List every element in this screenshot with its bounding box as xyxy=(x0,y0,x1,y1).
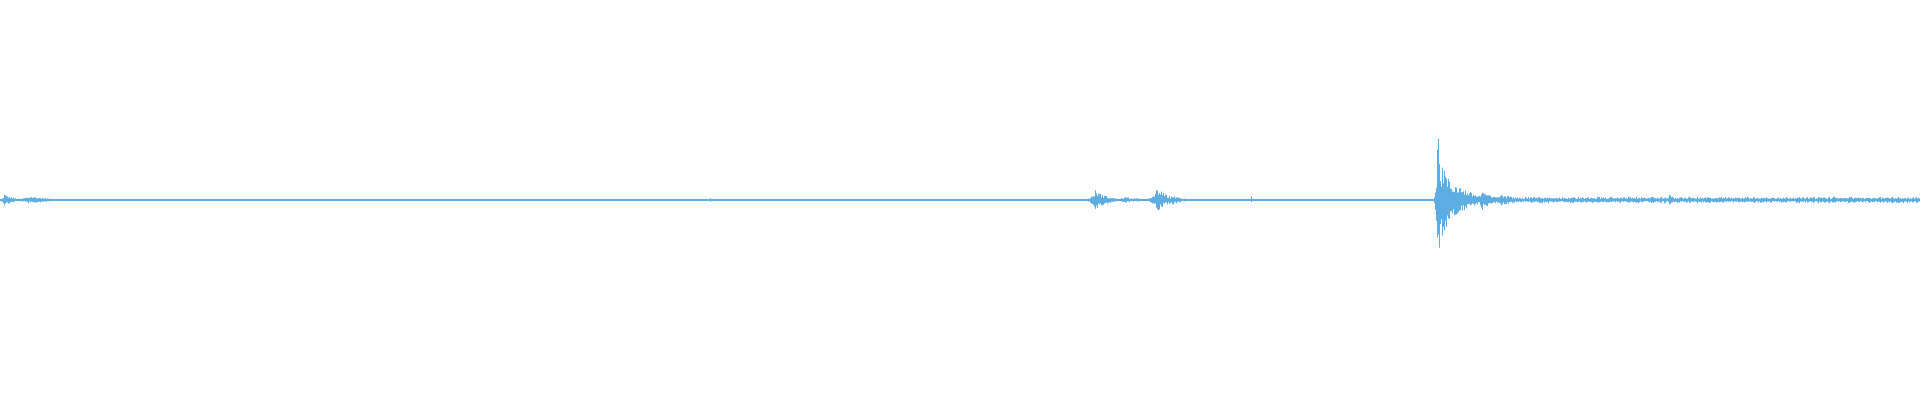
waveform-amplitude-path xyxy=(1,138,1920,248)
waveform-samples xyxy=(1,138,1920,248)
